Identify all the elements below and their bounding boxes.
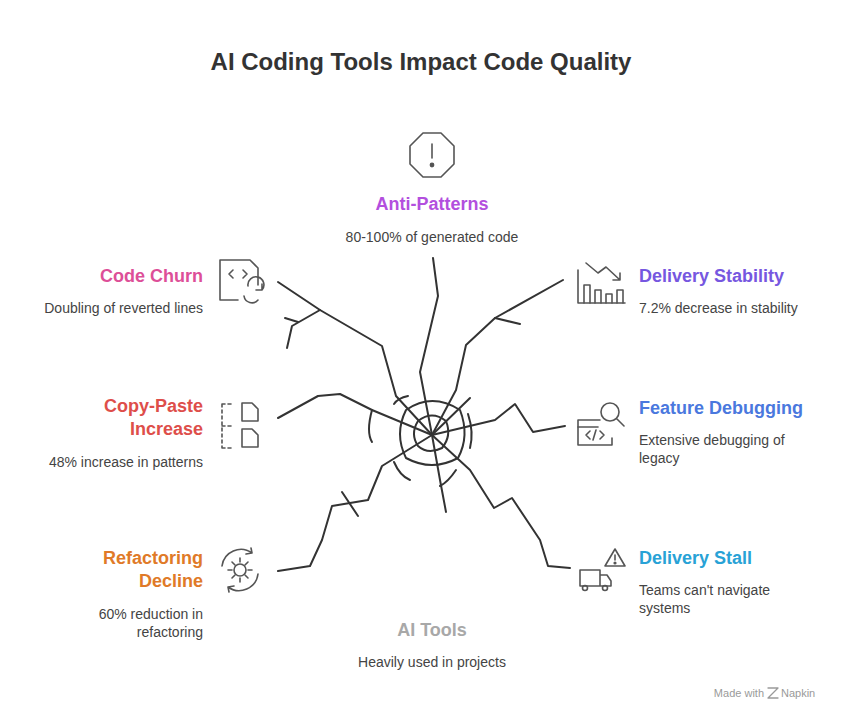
item-description: Extensive debugging of legacy	[639, 431, 801, 467]
copy-documents-icon	[222, 403, 258, 448]
center-heading: AI Tools	[332, 619, 532, 642]
diagram-title: AI Coding Tools Impact Code Quality	[71, 47, 771, 77]
warning-octagon-icon	[410, 133, 454, 177]
item-description: Doubling of reverted lines	[3, 299, 203, 317]
watermark: Made with	[664, 686, 764, 700]
item-heading: Anti-Patterns	[282, 193, 582, 216]
item-description: 7.2% decrease in stability	[639, 299, 837, 317]
code-inspection-icon	[578, 403, 624, 445]
gear-refresh-icon	[222, 548, 258, 592]
item-heading: Refactoring Decline	[78, 547, 203, 593]
napkin-logo	[768, 688, 778, 698]
item-heading: Delivery Stability	[639, 265, 837, 288]
stalled-truck-icon	[580, 549, 625, 591]
code-file-icon	[220, 260, 264, 303]
item-description: 80-100% of generated code	[282, 228, 582, 246]
item-description: 48% increase in patterns	[3, 453, 203, 471]
crack-lines	[278, 258, 570, 571]
item-heading: Code Churn	[3, 265, 203, 288]
item-heading: Feature Debugging	[639, 397, 837, 420]
watermark: Napkin	[781, 686, 837, 700]
item-heading: Copy-Paste Increase	[78, 395, 203, 441]
item-description: 60% reduction in refactoring	[75, 605, 203, 641]
center-description: Heavily used in projects	[282, 653, 582, 671]
item-heading: Delivery Stall	[639, 547, 837, 570]
declining-chart-icon	[578, 263, 625, 303]
item-description: Teams can't navigate systems	[639, 581, 789, 617]
